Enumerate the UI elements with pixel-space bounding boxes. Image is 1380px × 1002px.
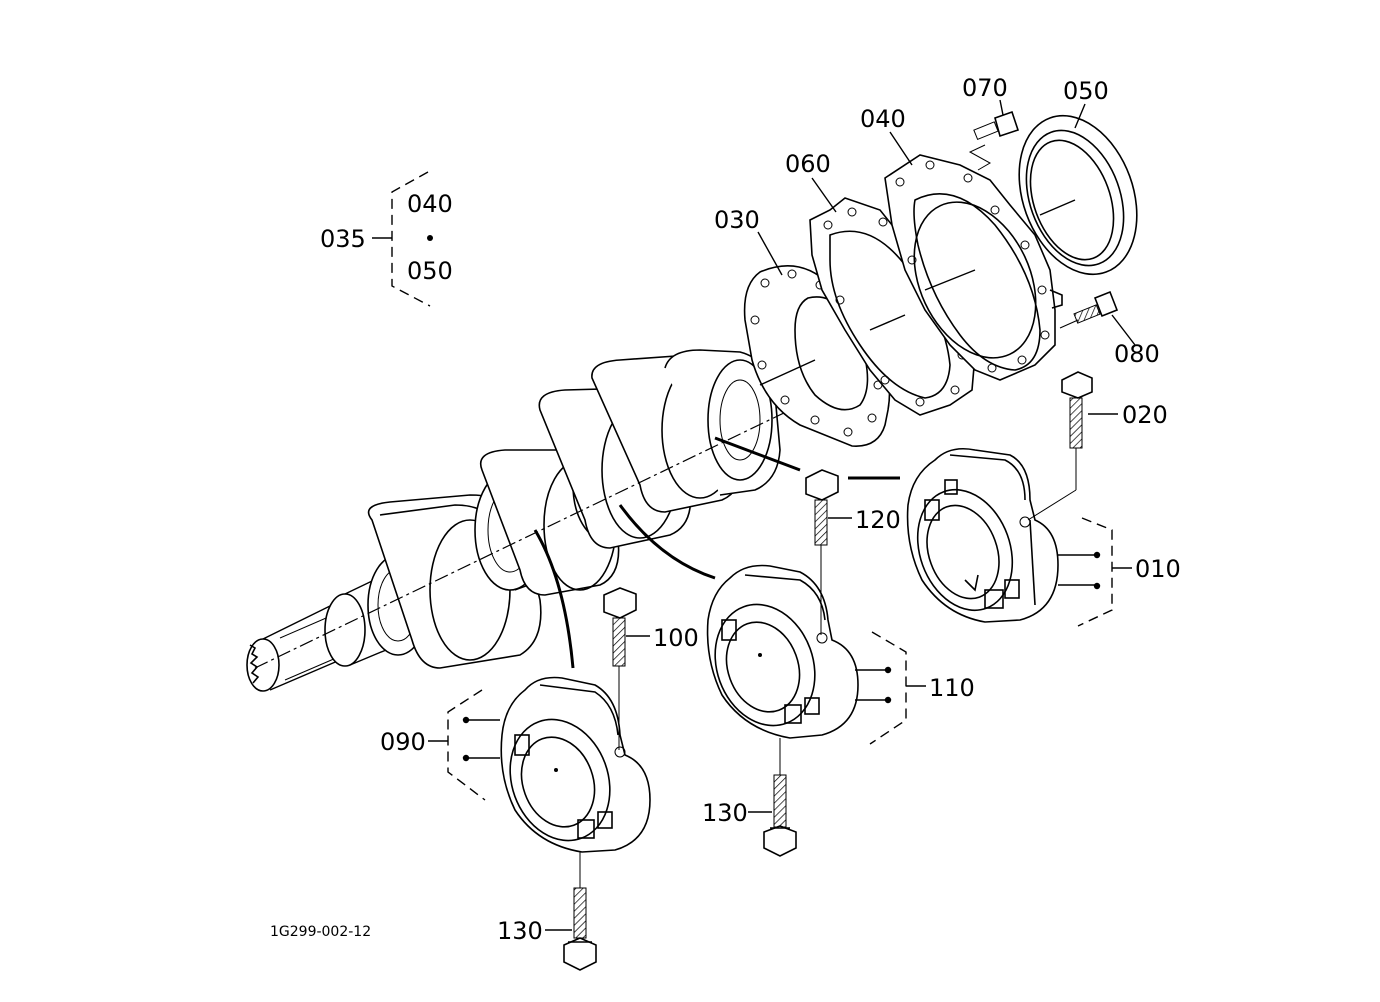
leader-lines: [372, 99, 1136, 931]
part-100-bolt: [603, 587, 637, 750]
part-040-oil-seal-case: [884, 154, 1063, 381]
label-100: 100: [653, 624, 699, 652]
part-070-bolt: [968, 110, 1020, 171]
label-020: 020: [1122, 401, 1168, 429]
part-090-main-bearing-case: [500, 676, 651, 853]
label-030: 030: [714, 206, 760, 234]
part-labels: 035 040 050 030 060 040 070 050 080 020 …: [270, 74, 1181, 945]
label-035: 035: [320, 225, 366, 253]
label-040: 040: [860, 105, 906, 133]
label-070: 070: [962, 74, 1008, 102]
part-130-bolt-upper: [763, 738, 797, 857]
label-050: 050: [1063, 77, 1109, 105]
label-130-upper: 130: [702, 799, 748, 827]
assembly-lines: [533, 436, 900, 669]
label-120: 120: [855, 506, 901, 534]
part-130-bolt-lower: [563, 852, 597, 971]
label-010: 010: [1135, 555, 1181, 583]
part-020-bolt: [1027, 371, 1093, 521]
part-080-bolt: [1059, 290, 1119, 329]
crankshaft: [246, 349, 791, 692]
part-110-main-bearing-case: [706, 564, 859, 739]
label-035-040: 040: [407, 190, 453, 218]
part-120-bolt: [805, 469, 839, 635]
label-090: 090: [380, 728, 426, 756]
label-110: 110: [929, 674, 975, 702]
diagram-code: 1G299-002-12: [270, 924, 371, 940]
label-130-lower: 130: [497, 917, 543, 945]
label-060: 060: [785, 150, 831, 178]
part-060-gasket: [809, 197, 976, 416]
label-035-050: 050: [407, 257, 453, 285]
label-080: 080: [1114, 340, 1160, 368]
part-050-oil-seal: [1018, 114, 1138, 276]
part-010-main-bearing-case: [906, 447, 1059, 623]
